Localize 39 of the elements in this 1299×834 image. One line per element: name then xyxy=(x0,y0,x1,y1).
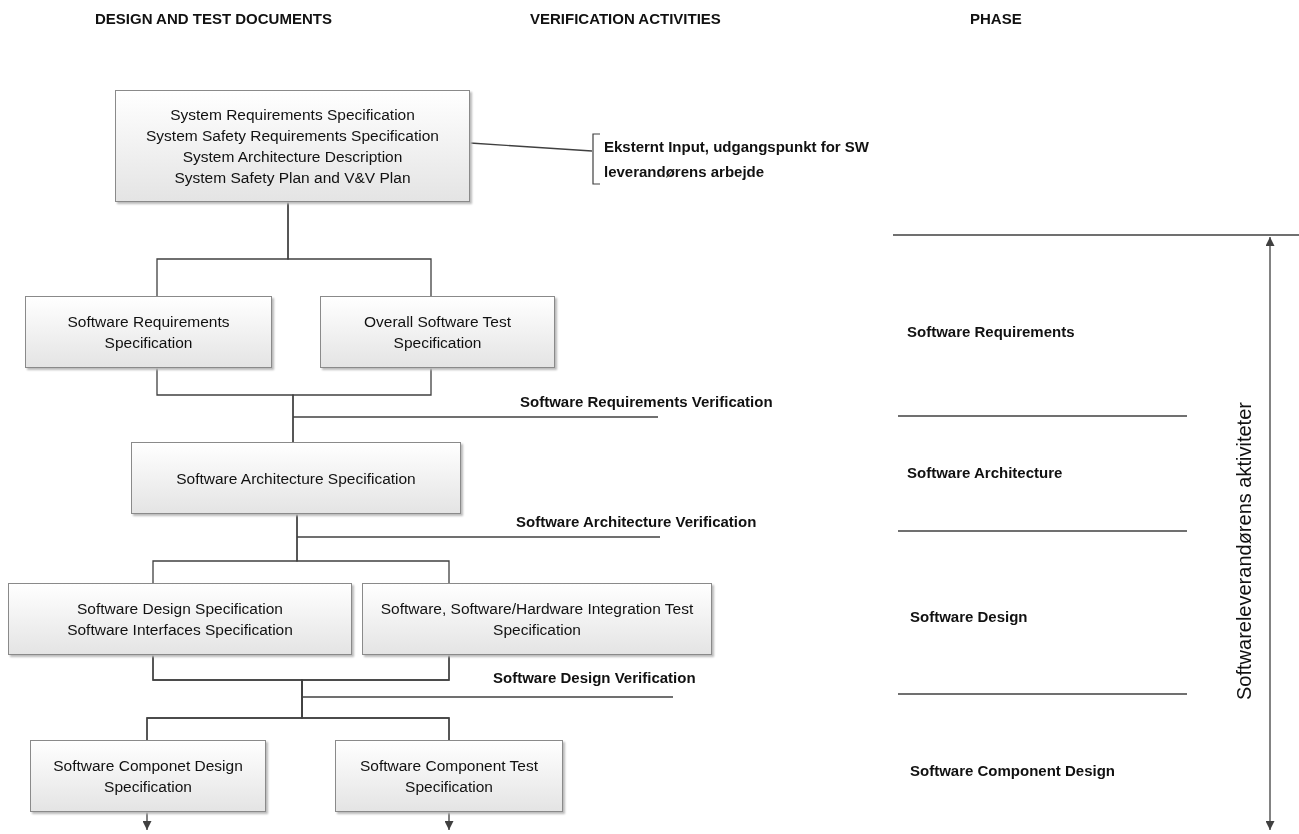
leader-line xyxy=(469,142,593,152)
connector-line xyxy=(292,367,432,443)
connector-line xyxy=(301,654,450,741)
document-title: Software Componet Design Specification xyxy=(52,756,244,797)
document-title: System Requirements Specification xyxy=(170,105,415,125)
document-title: Software Interfaces Specification xyxy=(67,620,293,640)
document-title: System Safety Requirements Specification xyxy=(146,126,439,146)
phase-name: Software Design xyxy=(910,608,1028,625)
phase-name: Software Component Design xyxy=(910,762,1115,779)
document-box xyxy=(115,90,470,202)
verification-activity: Software Requirements Verification xyxy=(520,393,773,410)
column-header: PHASE xyxy=(970,10,1022,27)
connector-line xyxy=(296,513,450,584)
verification-activity: Software Design Verification xyxy=(493,669,696,686)
document-title: System Safety Plan and V&V Plan xyxy=(174,168,411,188)
document-box xyxy=(25,296,272,368)
document-title: Software Requirements Specification xyxy=(66,312,231,353)
phase-name: Software Requirements xyxy=(907,323,1075,340)
document-title: Software, Software/Hardware Integration Test Specification xyxy=(379,599,695,640)
document-title: Software Component Test Specification xyxy=(358,756,540,797)
document-box xyxy=(362,583,712,655)
connector-line xyxy=(287,201,432,297)
document-title: Software Design Specification xyxy=(77,599,283,619)
column-header: DESIGN AND TEST DOCUMENTS xyxy=(95,10,332,27)
document-box xyxy=(8,583,352,655)
verification-activity: Software Architecture Verification xyxy=(516,513,757,530)
document-box xyxy=(131,442,461,514)
phase-name: Software Architecture xyxy=(907,464,1063,481)
document-box xyxy=(320,296,555,368)
span-label: Softwareleverandørens aktiviteter xyxy=(1233,402,1256,700)
note-text: Eksternt Input, udgangspunkt for SW leverandørens arbejde xyxy=(604,137,870,182)
document-box xyxy=(335,740,563,812)
document-title: Software Architecture Specification xyxy=(176,468,416,489)
column-header: VERIFICATION ACTIVITIES xyxy=(530,10,721,27)
document-title: Overall Software Test Specification xyxy=(363,312,512,353)
document-title: System Architecture Description xyxy=(182,147,403,167)
arrow xyxy=(142,811,152,831)
arrow xyxy=(444,811,454,831)
document-box xyxy=(30,740,266,812)
